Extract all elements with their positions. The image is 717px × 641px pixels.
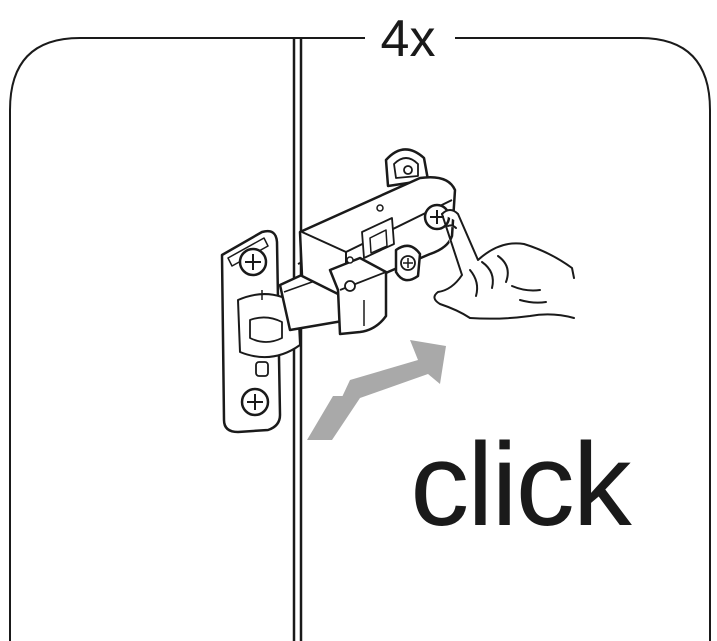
plate-screw-top	[240, 249, 266, 275]
quantity-label: 4x	[381, 10, 436, 68]
mounting-plate	[222, 231, 300, 432]
action-label: click	[410, 419, 632, 551]
pressing-hand-icon	[434, 210, 574, 319]
plate-screw-bottom	[242, 389, 268, 415]
lower-screw	[396, 246, 420, 280]
